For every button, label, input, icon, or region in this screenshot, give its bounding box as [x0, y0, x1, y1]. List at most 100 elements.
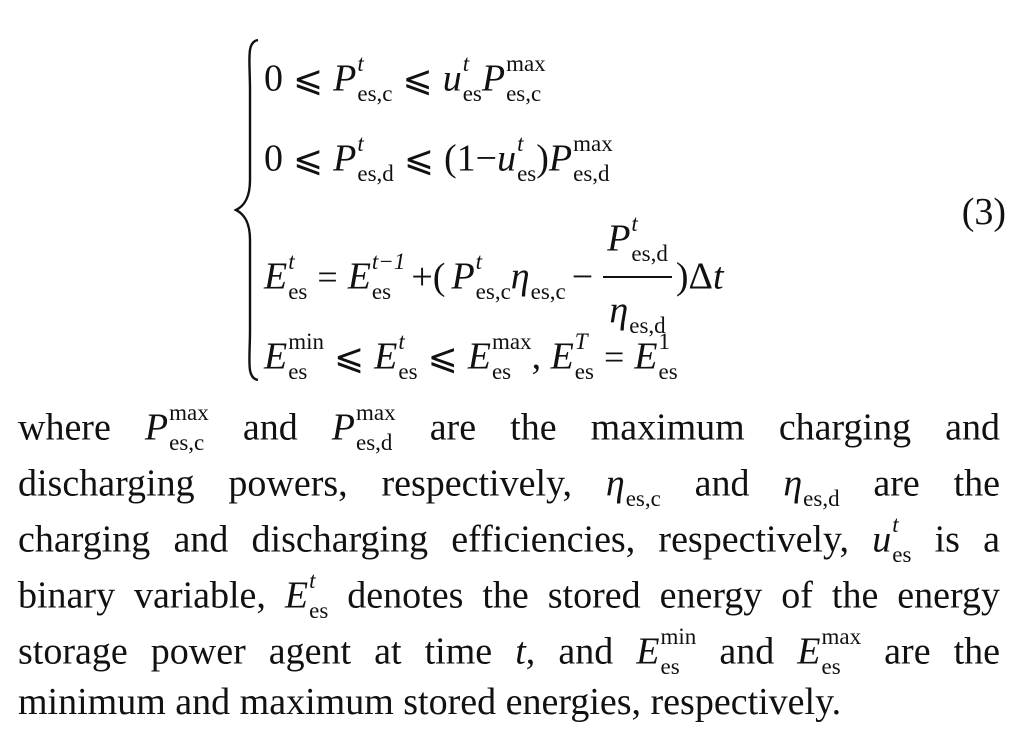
sup: min	[288, 329, 324, 354]
var-eta: η	[783, 462, 803, 505]
paren-delta: )Δ	[675, 255, 713, 298]
paren-open: (1−	[443, 137, 498, 180]
var-u: u	[497, 137, 517, 180]
text: discharging powers, respectively,	[18, 462, 573, 505]
var-u: u	[872, 518, 892, 561]
leq-symbol: ⩽	[403, 138, 434, 179]
sub: es	[462, 81, 482, 106]
text: binary variable,	[18, 574, 266, 617]
var-E: E	[374, 335, 398, 378]
script: es,d	[629, 284, 665, 340]
sup: 1	[658, 329, 670, 354]
script: t es	[288, 250, 307, 306]
sub: es,c	[530, 279, 566, 304]
sub: es,d	[803, 486, 840, 511]
sup: t	[357, 51, 364, 76]
sub: es	[288, 359, 308, 384]
sub: es	[371, 279, 392, 304]
var-P: P	[144, 406, 169, 449]
var-t: t	[712, 255, 724, 298]
sub: es	[517, 161, 537, 186]
sub: es,c	[506, 81, 542, 106]
leq-symbol: ⩽	[427, 336, 458, 377]
script: es,c	[626, 457, 661, 513]
var-E: E	[634, 335, 658, 378]
leq-symbol: ⩽	[334, 336, 365, 377]
text: charging and discharging efficiencies, r…	[18, 518, 850, 561]
sup: t	[892, 512, 899, 537]
sup: max	[821, 624, 862, 649]
sub: es,d	[356, 430, 393, 455]
sup: t−1	[371, 249, 406, 274]
script: t es,d	[631, 212, 667, 268]
sup: t	[517, 131, 524, 156]
sub: es	[821, 654, 841, 679]
script: min es	[288, 330, 324, 386]
text: are the	[873, 462, 1000, 505]
text: denotes the stored energy of the energy	[347, 574, 1001, 617]
var-E: E	[467, 335, 491, 378]
sub: es	[309, 598, 329, 623]
var-E: E	[636, 630, 660, 673]
var-eta: η	[605, 462, 625, 505]
var-u: u	[442, 57, 462, 100]
var-P: P	[331, 406, 355, 449]
sub: es	[491, 359, 512, 384]
sub: es,c	[169, 430, 205, 455]
paren-close: )	[536, 137, 549, 180]
paragraph-line: charging and discharging efficiencies, r…	[18, 513, 1000, 571]
leq-symbol: ⩽	[402, 58, 433, 99]
sub: es	[288, 279, 308, 304]
equation-number: (3)	[961, 191, 1006, 233]
var-P: P	[333, 137, 357, 180]
sup: max	[169, 400, 209, 425]
text: and	[719, 630, 775, 673]
script: max es,c	[169, 401, 209, 457]
sup: max	[573, 131, 613, 156]
equals-symbol: =	[603, 336, 625, 377]
var-P: P	[548, 137, 573, 180]
sub: es,d	[631, 241, 668, 266]
var-eta: η	[510, 255, 530, 298]
script: t−1 es	[372, 250, 405, 306]
sup: t	[288, 249, 295, 274]
script: 1 es	[658, 330, 677, 386]
script: min es	[661, 625, 697, 681]
sub: es	[660, 654, 680, 679]
sup: t	[398, 329, 405, 354]
minus-symbol: −	[571, 255, 594, 298]
paragraph-line: minimum and maximum stored energies, res…	[18, 683, 1000, 721]
var-E: E	[284, 574, 309, 617]
script: t es	[463, 52, 482, 108]
sup: t	[631, 211, 638, 236]
sub: es,d	[573, 161, 610, 186]
var-E: E	[264, 335, 288, 378]
sub: es,c	[625, 486, 661, 511]
plus-paren: +(	[411, 255, 446, 298]
var-E: E	[264, 255, 288, 298]
sup: min	[660, 624, 697, 649]
sub: es,d	[629, 313, 666, 338]
script: max es,d	[573, 132, 613, 188]
sup: t	[462, 51, 470, 76]
sub: es	[574, 359, 594, 384]
sub: es	[658, 359, 678, 384]
text: , and	[525, 630, 614, 673]
